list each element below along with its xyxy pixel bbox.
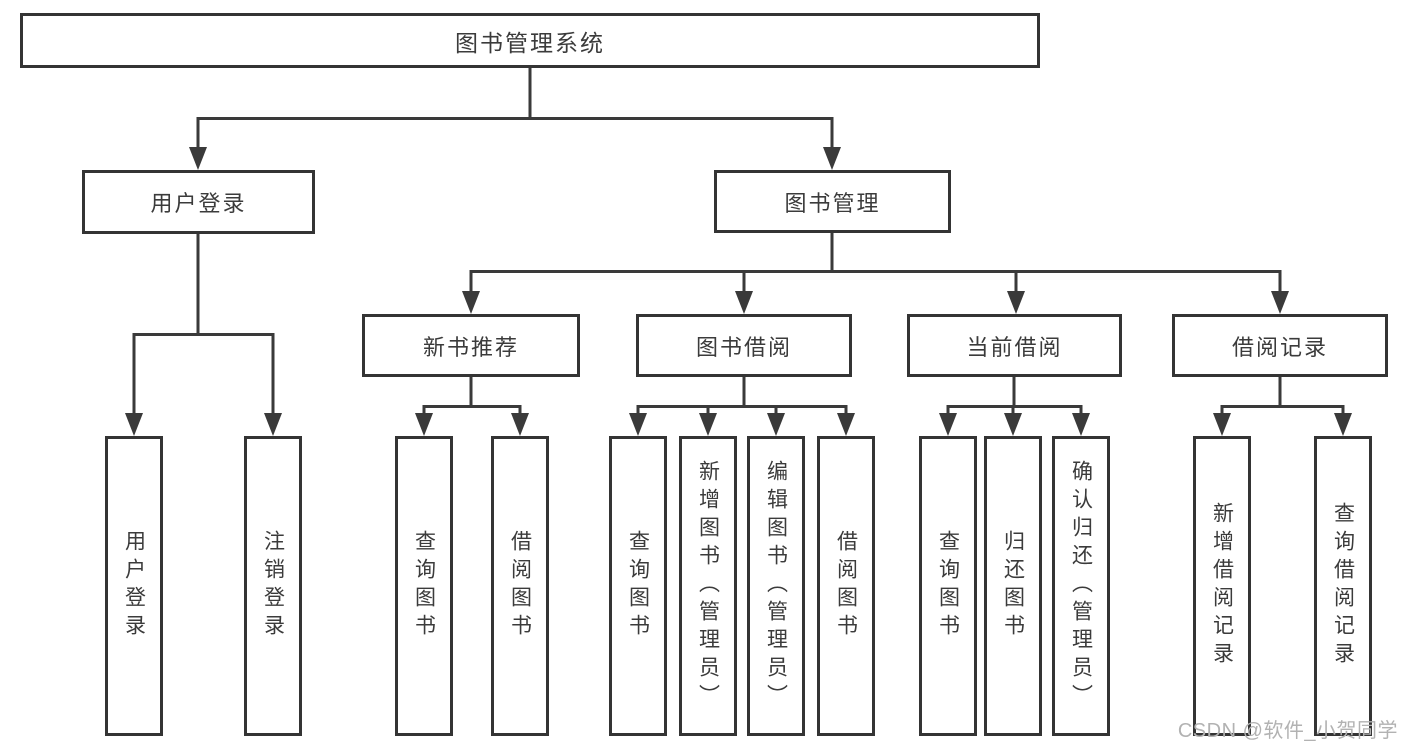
leaf-br-query-record: 查询借阅记录 xyxy=(1314,436,1372,736)
leaf-bb-borrow-books: 借阅图书 xyxy=(817,436,875,736)
leaf-user-login: 用户登录 xyxy=(105,436,163,736)
node-book-borrowing: 图书借阅 xyxy=(636,314,852,377)
leaf-nbr-borrow-books-label: 借阅图书 xyxy=(508,530,532,642)
leaf-bb-borrow-books-label: 借阅图书 xyxy=(834,530,858,642)
leaf-bb-query-books: 查询图书 xyxy=(609,436,667,736)
node-user-login: 用户登录 xyxy=(82,170,315,234)
leaf-logout: 注销登录 xyxy=(244,436,302,736)
leaf-nbr-query-books: 查询图书 xyxy=(395,436,453,736)
leaf-logout-label: 注销登录 xyxy=(261,530,285,642)
leaf-nbr-query-books-label: 查询图书 xyxy=(412,530,436,642)
leaf-br-add-record: 新增借阅记录 xyxy=(1193,436,1251,736)
node-new-book-recommend: 新书推荐 xyxy=(362,314,580,377)
leaf-bb-add-books-admin: 新增图书（管理员） xyxy=(679,436,737,736)
leaf-cb-confirm-return-admin: 确认归还（管理员） xyxy=(1052,436,1110,736)
leaf-bb-add-books-admin-label: 新增图书（管理员） xyxy=(696,460,720,712)
leaf-bb-query-books-label: 查询图书 xyxy=(626,530,650,642)
connector-lines xyxy=(132,68,1345,418)
leaf-cb-query-books-label: 查询图书 xyxy=(936,530,960,642)
leaf-cb-return-books: 归还图书 xyxy=(984,436,1042,736)
leaf-cb-query-books: 查询图书 xyxy=(919,436,977,736)
leaf-cb-confirm-return-admin-label: 确认归还（管理员） xyxy=(1069,460,1093,712)
leaf-cb-return-books-label: 归还图书 xyxy=(1001,530,1025,642)
leaf-nbr-borrow-books: 借阅图书 xyxy=(491,436,549,736)
leaf-user-login-label: 用户登录 xyxy=(122,530,146,642)
leaf-bb-edit-books-admin: 编辑图书（管理员） xyxy=(747,436,805,736)
leaf-br-query-record-label: 查询借阅记录 xyxy=(1331,502,1355,670)
arrowheads xyxy=(125,147,1352,436)
leaf-bb-edit-books-admin-label: 编辑图书（管理员） xyxy=(764,460,788,712)
leaf-br-add-record-label: 新增借阅记录 xyxy=(1210,502,1234,670)
node-current-borrowing: 当前借阅 xyxy=(907,314,1122,377)
node-library-system: 图书管理系统 xyxy=(20,13,1040,68)
node-borrow-records: 借阅记录 xyxy=(1172,314,1388,377)
watermark: CSDN @软件_小贺同学 xyxy=(1177,720,1398,742)
node-book-management: 图书管理 xyxy=(714,170,951,233)
